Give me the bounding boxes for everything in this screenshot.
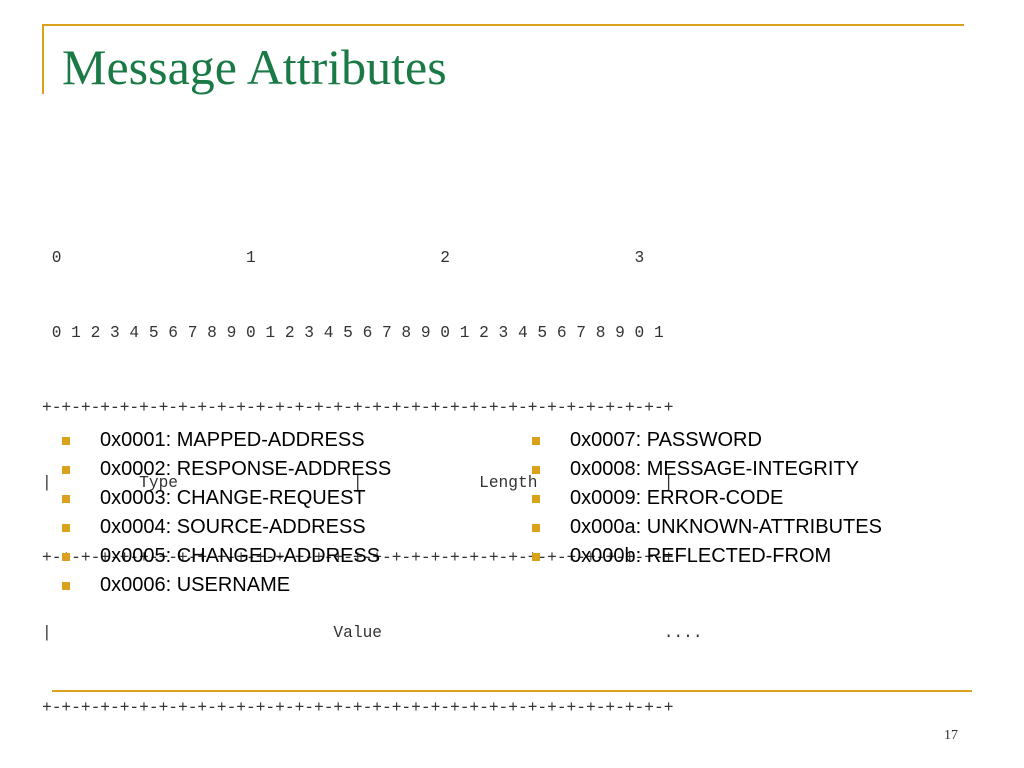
diagram-border-middle: +-+-+-+-+-+-+-+-+-+-+-+-+-+-+-+-+-+-+-+-…	[42, 549, 674, 567]
frame-left-rule	[42, 24, 44, 94]
page-number: 17	[944, 728, 958, 743]
list-item: 0x0005: CHANGED-ADDRESS	[62, 542, 391, 571]
attribute-label: 0x0009: ERROR-CODE	[570, 487, 784, 509]
square-bullet-icon	[532, 524, 540, 532]
list-item: 0x0007: PASSWORD	[532, 426, 882, 455]
square-bullet-icon	[62, 524, 70, 532]
attribute-label: 0x0003: CHANGE-REQUEST	[100, 487, 366, 509]
frame-top-rule	[42, 24, 964, 26]
square-bullet-icon	[532, 495, 540, 503]
bottom-rule	[52, 690, 972, 692]
square-bullet-icon	[532, 466, 540, 474]
diagram-type-length-row: | Type | Length |	[42, 474, 674, 492]
square-bullet-icon	[62, 582, 70, 590]
square-bullet-icon	[62, 495, 70, 503]
list-item: 0x0004: SOURCE-ADDRESS	[62, 513, 391, 542]
list-item: 0x0006: USERNAME	[62, 571, 391, 600]
attribute-label: 0x0008: MESSAGE-INTEGRITY	[570, 458, 859, 480]
attribute-label: 0x0001: MAPPED-ADDRESS	[100, 429, 365, 451]
list-item: 0x0001: MAPPED-ADDRESS	[62, 426, 391, 455]
diagram-border-bottom: +-+-+-+-+-+-+-+-+-+-+-+-+-+-+-+-+-+-+-+-…	[42, 699, 674, 717]
attribute-format-diagram: 0 1 2 3 0 1 2 3 4 5 6 7 8 9 0 1 2 3 4 5 …	[42, 196, 703, 746]
list-item: 0x0009: ERROR-CODE	[532, 484, 882, 513]
list-item: 0x0002: RESPONSE-ADDRESS	[62, 455, 391, 484]
diagram-value-row: | Value ....	[42, 624, 703, 642]
square-bullet-icon	[62, 553, 70, 561]
attribute-label: 0x0006: USERNAME	[100, 574, 291, 596]
diagram-bit-unit-labels: 0 1 2 3 4 5 6 7 8 9 0 1 2 3 4 5 6 7 8 9 …	[42, 324, 664, 342]
attribute-label: 0x0002: RESPONSE-ADDRESS	[100, 458, 392, 480]
list-item: 0x000b: REFLECTED-FROM	[532, 542, 882, 571]
square-bullet-icon	[62, 466, 70, 474]
diagram-bit-decade-labels: 0 1 2 3	[42, 249, 645, 267]
attribute-label: 0x000b: REFLECTED-FROM	[570, 545, 832, 567]
attribute-label: 0x0007: PASSWORD	[570, 429, 762, 451]
slide-title: Message Attributes	[62, 39, 447, 95]
list-item: 0x000a: UNKNOWN-ATTRIBUTES	[532, 513, 882, 542]
square-bullet-icon	[532, 553, 540, 561]
list-item: 0x0008: MESSAGE-INTEGRITY	[532, 455, 882, 484]
attribute-list-left: 0x0001: MAPPED-ADDRESS 0x0002: RESPONSE-…	[62, 426, 391, 600]
attribute-label: 0x000a: UNKNOWN-ATTRIBUTES	[570, 516, 882, 538]
attribute-label: 0x0005: CHANGED-ADDRESS	[100, 545, 381, 567]
list-item: 0x0003: CHANGE-REQUEST	[62, 484, 391, 513]
square-bullet-icon	[62, 437, 70, 445]
attribute-label: 0x0004: SOURCE-ADDRESS	[100, 516, 366, 538]
diagram-border-top: +-+-+-+-+-+-+-+-+-+-+-+-+-+-+-+-+-+-+-+-…	[42, 399, 674, 417]
attribute-list-right: 0x0007: PASSWORD 0x0008: MESSAGE-INTEGRI…	[532, 426, 882, 571]
square-bullet-icon	[532, 437, 540, 445]
